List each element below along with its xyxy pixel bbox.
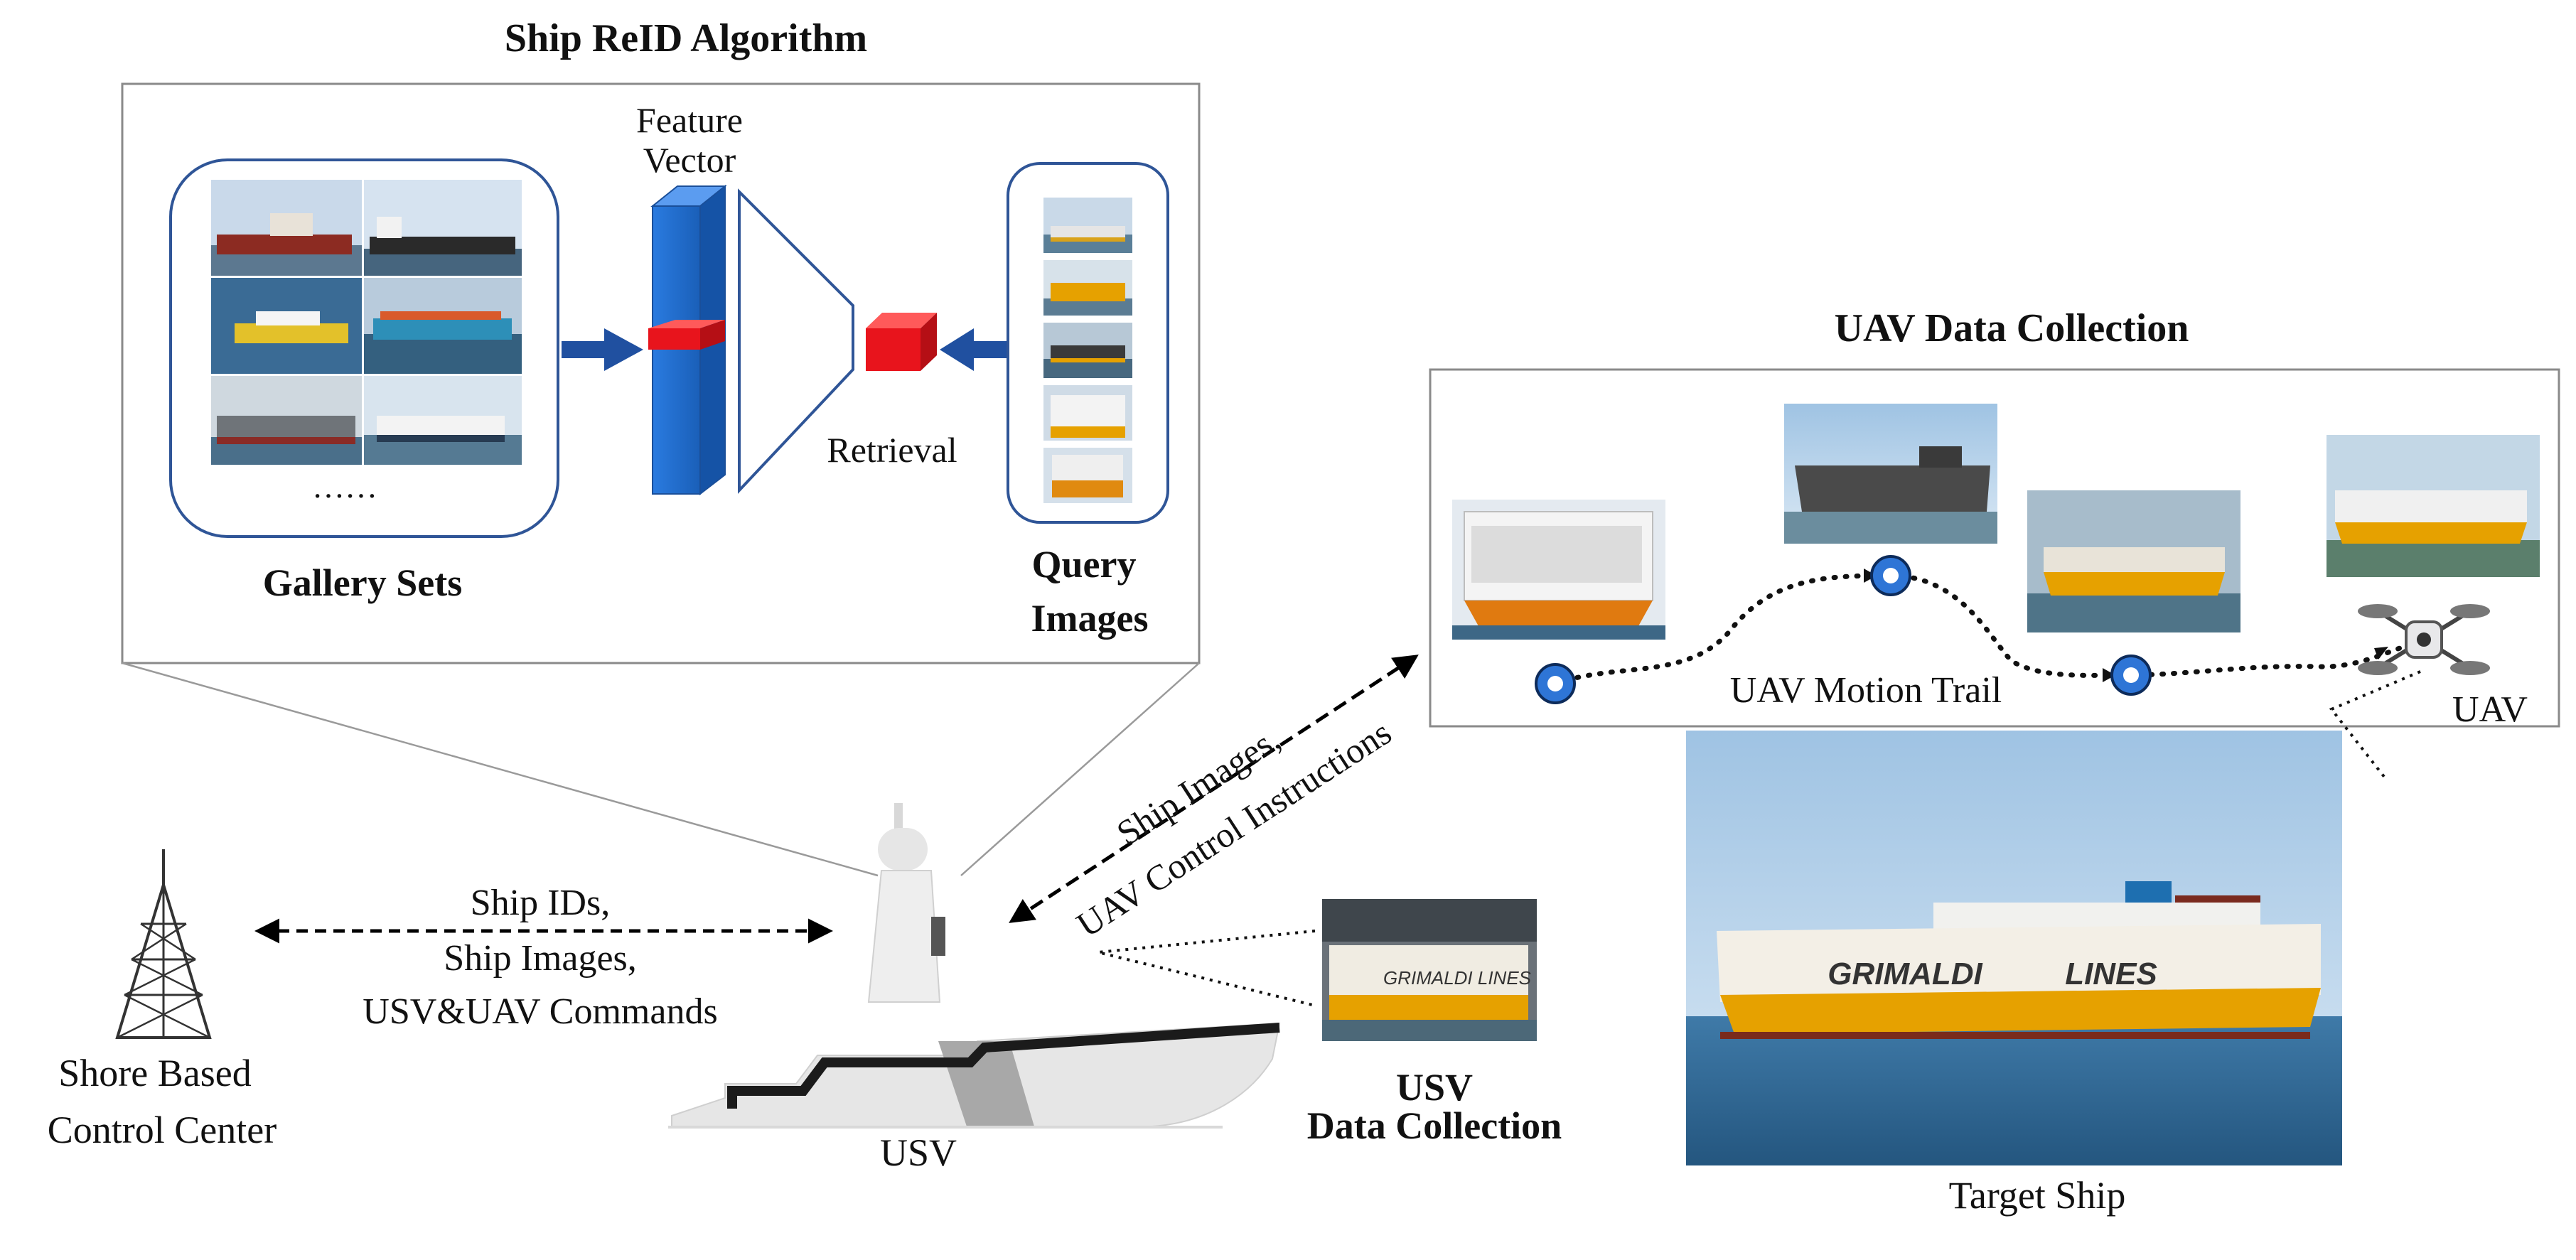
shore-tower-icon xyxy=(115,849,212,1039)
query-caption-1: Query xyxy=(1032,543,1137,586)
query-images xyxy=(1043,198,1132,503)
query-image-4 xyxy=(1043,385,1132,441)
usv-data-collection-2: Data Collection xyxy=(1307,1104,1562,1147)
uav-photo-4 xyxy=(2327,435,2540,577)
uav-motion-trail-label: UAV Motion Trail xyxy=(1730,670,2002,711)
gallery-image-6 xyxy=(364,376,522,465)
shore-label-2: Control Center xyxy=(48,1109,277,1151)
zoom-line-left xyxy=(122,662,879,877)
target-ship-label: Target Ship xyxy=(1949,1174,2126,1217)
gallery-image-2 xyxy=(364,180,522,276)
trail-node-3 xyxy=(2110,655,2152,696)
target-hull-text-1: GRIMALDI xyxy=(1828,957,1982,991)
uav-label: UAV xyxy=(2452,689,2528,730)
usv-label: USV xyxy=(880,1131,957,1174)
reid-title: Ship ReID Algorithm xyxy=(505,16,867,60)
gallery-to-feature-arrow xyxy=(562,328,643,371)
gallery-image-5 xyxy=(211,376,362,465)
target-ship-photo xyxy=(1686,731,2342,1165)
uav-photo-3 xyxy=(2027,490,2240,632)
uav-drone-icon xyxy=(2358,604,2490,675)
gallery-image-4 xyxy=(364,278,522,374)
usv-data-collection-1: USV xyxy=(1396,1066,1473,1109)
shore-usv-link-label-1: Ship IDs, xyxy=(471,883,610,923)
trail-arrow-2 xyxy=(2103,668,2115,682)
target-hull-text-2: LINES xyxy=(2065,957,2157,991)
query-to-cube-arrow xyxy=(940,328,1009,371)
usv-uav-link-arrow xyxy=(1009,655,1419,923)
query-image-1 xyxy=(1043,198,1132,253)
gallery-image-1 xyxy=(211,180,362,276)
gallery-more: …… xyxy=(312,468,377,505)
query-image-3 xyxy=(1043,323,1132,378)
retrieval-label: Retrieval xyxy=(827,430,957,470)
query-feature-cube xyxy=(866,313,937,371)
uav-camera-fov xyxy=(2329,670,2421,782)
gallery-image-3 xyxy=(211,278,362,374)
feature-vector-column xyxy=(648,184,727,496)
shore-usv-link-label-3: USV&UAV Commands xyxy=(363,991,717,1032)
query-image-5 xyxy=(1043,448,1132,503)
gallery-caption: Gallery Sets xyxy=(263,561,462,604)
trail-node-1 xyxy=(1535,663,1576,704)
feature-vector-label-1: Feature xyxy=(636,100,743,140)
gallery-images xyxy=(211,180,522,465)
usv-vessel xyxy=(668,803,1281,1129)
query-caption-2: Images xyxy=(1031,597,1149,640)
query-image-2 xyxy=(1043,260,1132,316)
zoom-line-right xyxy=(960,662,1200,876)
retrieval-funnel xyxy=(738,188,854,495)
trail-node-2 xyxy=(1870,555,1911,596)
shore-usv-link-label-2: Ship Images, xyxy=(444,938,637,979)
feature-vector-label-2: Vector xyxy=(643,140,736,180)
trail-arrow-3 xyxy=(2374,647,2388,659)
usv-photo-hull-text: GRIMALDI LINES xyxy=(1383,967,1532,989)
uav-photo-2 xyxy=(1784,404,1997,544)
uav-photo-1 xyxy=(1452,500,1665,640)
shore-label-1: Shore Based xyxy=(58,1052,251,1094)
usv-camera-fov xyxy=(1098,930,1316,1007)
uav-motion-trail xyxy=(1552,573,2418,686)
uav-panel-title: UAV Data Collection xyxy=(1835,306,2189,350)
